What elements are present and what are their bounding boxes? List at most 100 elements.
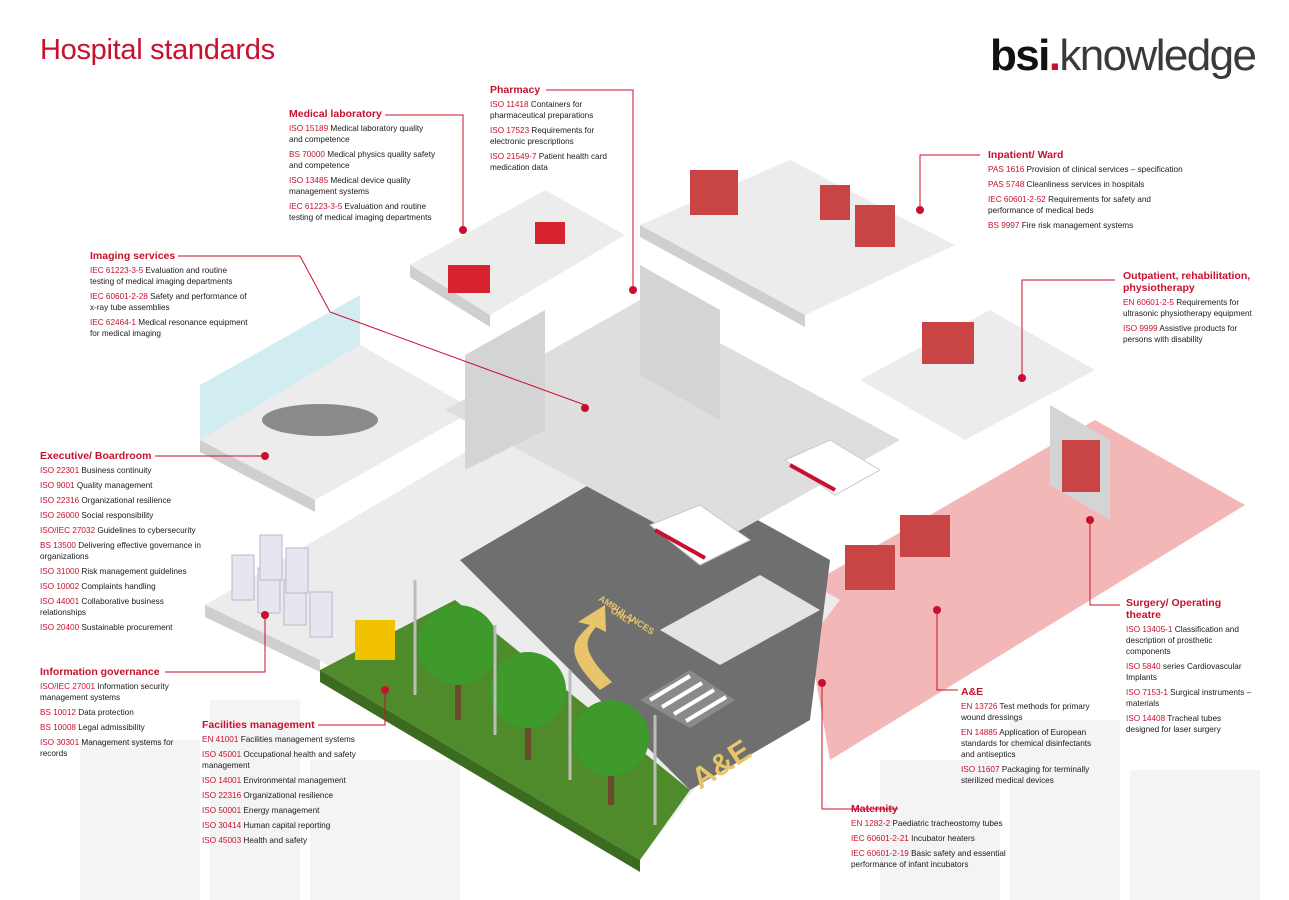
skyline-background (80, 700, 1260, 900)
standard-description: Packaging for terminally sterilized medi… (961, 765, 1090, 785)
standard-code: EN 41001 (202, 735, 239, 744)
standard-description: Facilities management systems (238, 735, 355, 744)
standard-description: Test methods for primary wound dressings (961, 702, 1090, 722)
standard-description: Incubator heaters (908, 834, 975, 843)
leader-dots (261, 206, 1094, 694)
ward-floor-edge (640, 225, 805, 327)
standard-item: IEC 61223-3-5 Evaluation and routine tes… (90, 265, 250, 287)
standard-code: ISO 50001 (202, 806, 242, 815)
standard-description: Medical laboratory quality and competenc… (289, 124, 424, 144)
standard-item: ISO 17523 Requirements for electronic pr… (490, 125, 615, 147)
section-heading: Medical laboratory (289, 108, 382, 120)
lab-counter-2 (535, 222, 565, 244)
standard-item: EN 14885 Application of European standar… (961, 727, 1101, 760)
ward-curtain-2 (855, 205, 895, 247)
leader-lines (155, 89, 1120, 810)
standard-item: ISO 7153-1 Surgical instruments – materi… (1126, 687, 1256, 709)
standard-code: EN 14885 (961, 728, 998, 737)
standard-description: Risk management guidelines (79, 567, 187, 576)
standard-description: Paediatric tracheostomy tubes (890, 819, 1003, 828)
standard-description: Medical resonance equipment for medical … (90, 318, 248, 338)
standard-item: BS 9997 Fire risk management systems (988, 220, 1198, 231)
section-heading: Inpatient/ Ward (988, 149, 1064, 161)
standard-code: ISO 22316 (40, 496, 80, 505)
crosswalk (640, 670, 735, 728)
standard-code: EN 13726 (961, 702, 998, 711)
standard-description: Evaluation and routine testing of medica… (289, 202, 432, 222)
standard-item: ISO 31000 Risk management guidelines (40, 566, 210, 577)
standard-code: ISO 9999 (1123, 324, 1158, 333)
road-arrow (574, 605, 612, 690)
standard-item: ISO 13485 Medical device quality managem… (289, 175, 439, 197)
panel-facilities-management: Facilities management EN 41001 Facilities… (202, 719, 367, 850)
standard-item: IEC 60601-2-28 Safety and performance of… (90, 291, 250, 313)
standard-code: ISO 21549-7 (490, 152, 537, 161)
lab-floor-edge (410, 265, 490, 327)
standard-description: Tracheal tubes designed for laser surger… (1126, 714, 1222, 734)
standard-code: ISO 11418 (490, 100, 529, 109)
standard-description: Patient health card medication data (490, 152, 607, 172)
standard-description: Medical device quality management system… (289, 176, 411, 196)
standard-item: BS 70000 Medical physics quality safety … (289, 149, 439, 171)
standard-description: Guidelines to cybersecurity (95, 526, 196, 535)
standard-item: ISO 45003 Health and safety (202, 835, 367, 846)
standard-description: Information security management systems (40, 682, 169, 702)
standard-description: Legal admissibility (75, 723, 145, 732)
logo-dot: . (1048, 31, 1061, 80)
standard-code: PAS 5748 (988, 180, 1025, 189)
standard-item: ISO 13405-1 Classification and descripti… (1126, 624, 1256, 657)
standard-code: ISO 5840 (1126, 662, 1161, 671)
standard-item: BS 13500 Delivering effective governance… (40, 540, 210, 562)
standard-code: IEC 62464-1 (90, 318, 136, 327)
standard-description: Classification and description of prosth… (1126, 625, 1239, 656)
standard-description: Fire risk management systems (1019, 221, 1134, 230)
ward-curtain-3 (820, 185, 850, 220)
standard-description: Medical physics quality safety and compe… (289, 150, 436, 170)
ward-curtain-1 (690, 170, 738, 215)
standard-code: ISO 31000 (40, 567, 80, 576)
panel-outpatient: Outpatient, rehabilitation, physiotherap… (1123, 270, 1268, 349)
standard-description: Energy management (241, 806, 320, 815)
standard-description: Basic safety and essential performance o… (851, 849, 1006, 869)
standard-item: ISO 5840 series Cardiovascular Implants (1126, 661, 1256, 683)
standard-item: ISO/IEC 27032 Guidelines to cybersecurit… (40, 525, 210, 536)
standard-description: Containers for pharmaceutical preparatio… (490, 100, 594, 120)
standard-code: ISO 13405-1 (1126, 625, 1173, 634)
standard-item: ISO 50001 Energy management (202, 805, 367, 816)
standard-code: ISO 13485 (289, 176, 329, 185)
standard-code: ISO 17523 (490, 126, 530, 135)
section-heading: Facilities management (202, 719, 315, 731)
standard-description: Health and safety (241, 836, 308, 845)
standard-item: ISO 45001 Occupational health and safety… (202, 749, 367, 771)
crosswalk-stripes (648, 674, 728, 723)
standard-code: IEC 60601-2-52 (988, 195, 1046, 204)
pink-zone (800, 420, 1245, 760)
section-heading: Maternity (851, 803, 898, 815)
standard-code: ISO 45003 (202, 836, 242, 845)
standard-description: Occupational health and safety managemen… (202, 750, 356, 770)
standard-description: Complaints handling (79, 582, 156, 591)
standard-item: ISO 22316 Organizational resilience (202, 790, 367, 801)
standard-description: Safety and performance of x-ray tube ass… (90, 292, 247, 312)
standard-code: BS 10008 (40, 723, 76, 732)
standard-code: PAS 1616 (988, 165, 1025, 174)
standard-description: Sustainable procurement (79, 623, 173, 632)
ground-floor-edge (205, 605, 320, 672)
standard-code: ISO/IEC 27001 (40, 682, 96, 691)
standard-code: ISO 14408 (1126, 714, 1166, 723)
standard-code: IEC 60601-2-21 (851, 834, 909, 843)
bsi-knowledge-logo: bsi.knowledge (990, 31, 1257, 80)
logo-bsi: bsi (990, 31, 1050, 80)
standard-description: Organizational resilience (241, 791, 334, 800)
standard-item: IEC 62464-1 Medical resonance equipment … (90, 317, 250, 339)
standard-description: Application of European standards for ch… (961, 728, 1092, 759)
standard-item: ISO/IEC 27001 Information security manag… (40, 681, 190, 703)
standard-description: Human capital reporting (241, 821, 331, 830)
standard-item: EN 60601-2-5 Requirements for ultrasonic… (1123, 297, 1268, 319)
trees (418, 605, 649, 805)
standard-item: ISO 14001 Environmental management (202, 775, 367, 786)
